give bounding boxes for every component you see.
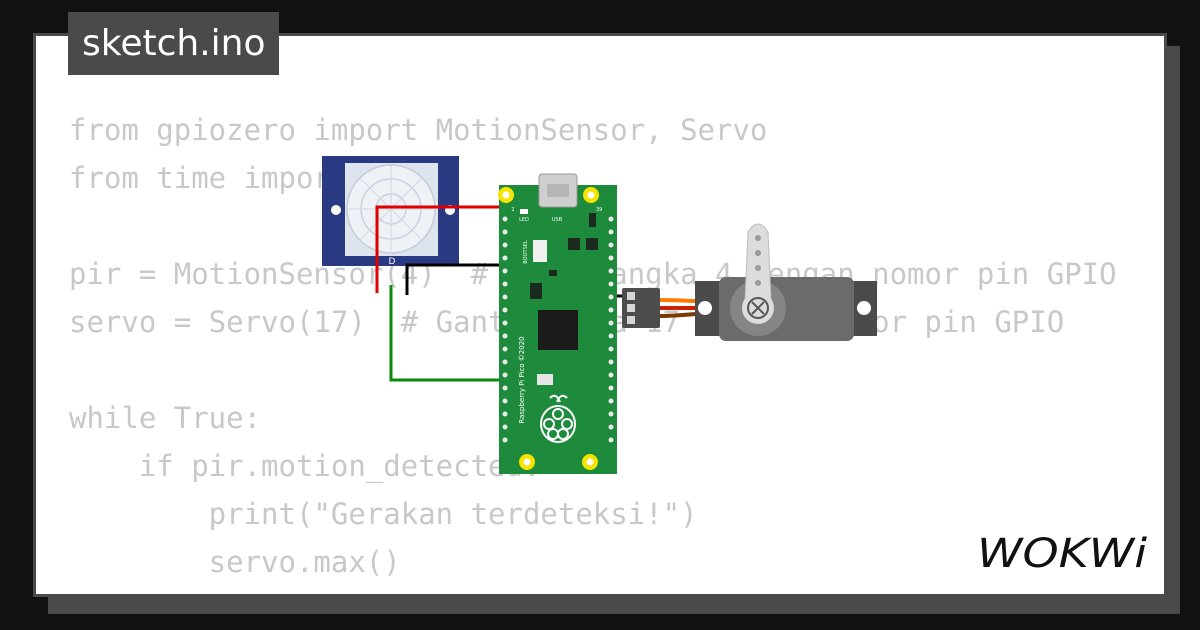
led-label: LED — [519, 217, 529, 223]
code-line: print("Gerakan terdeteksi!") — [69, 497, 698, 531]
pir-dome-facets — [347, 165, 435, 253]
led-indicator — [520, 209, 528, 214]
servo-mount-hole — [857, 301, 871, 315]
wokwi-logo-text: WOKWi — [977, 531, 1147, 575]
raspberry-pi-logo-icon — [540, 394, 576, 443]
servo-screw-icon — [751, 301, 765, 315]
pico-pin-pads — [502, 216, 614, 443]
file-name-tab[interactable]: sketch.ino — [68, 12, 280, 75]
pir-label: D — [389, 257, 396, 267]
servo-horn — [744, 223, 772, 301]
raspberry-pi-pico[interactable]: LED USB 2 39 BOOTSEL Raspberry Pi Pico ©… — [498, 173, 617, 474]
code-line: from gpiozero import MotionSensor, Servo — [69, 113, 768, 147]
rp2040-chip — [538, 310, 578, 350]
pin-number-right: 39 — [596, 207, 602, 213]
pin-number-left: 2 — [511, 207, 514, 213]
wire-green[interactable] — [389, 285, 513, 382]
code-line: if pir.motion_detected: — [69, 449, 541, 483]
code-line: servo.max() — [69, 545, 401, 579]
wire-black[interactable] — [405, 263, 513, 295]
code-line: sleep(2) — [69, 586, 1117, 594]
pir-sensor[interactable]: D — [322, 156, 459, 267]
bootsel-button[interactable] — [533, 240, 547, 262]
bootsel-label: BOOTSEL — [523, 240, 529, 264]
pir-mount-hole — [331, 205, 341, 215]
board-name-label: Raspberry Pi Pico ©2020 — [518, 336, 526, 423]
servo-mount-hole — [698, 301, 712, 315]
wokwi-logo: WOKWi — [977, 531, 1147, 575]
wire-red[interactable] — [375, 205, 513, 293]
usb-port — [547, 184, 569, 197]
usb-label: USB — [552, 217, 563, 223]
debug-pad — [537, 374, 553, 385]
servo-motor[interactable] — [622, 223, 877, 341]
code-line: while True: — [69, 401, 262, 435]
